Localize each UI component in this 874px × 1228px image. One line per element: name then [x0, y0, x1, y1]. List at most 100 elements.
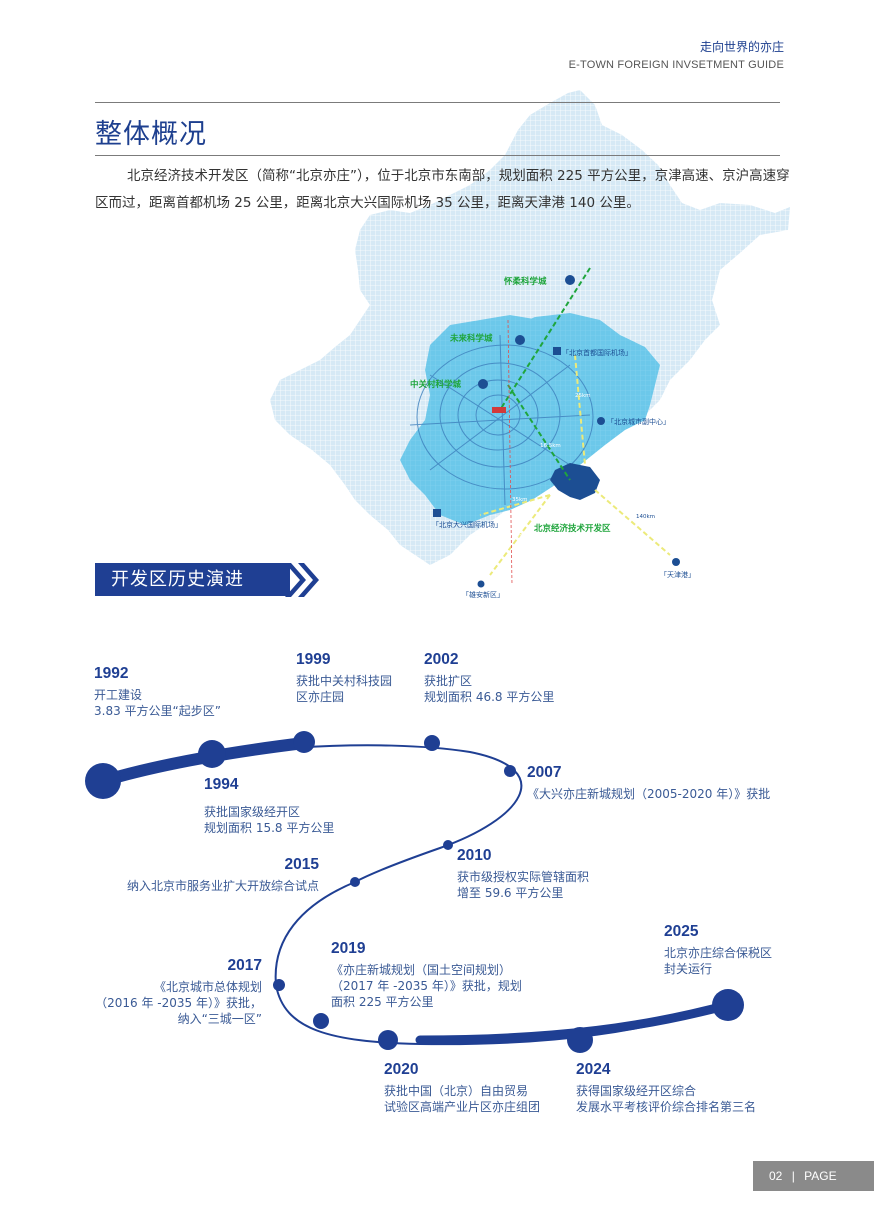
- event-line: （2016 年 -2035 年）》获批，: [95, 996, 262, 1010]
- transport-links: [479, 354, 671, 576]
- map-distance-35km: 35km: [512, 497, 528, 503]
- north-east-region: [505, 313, 660, 390]
- event-line: 封关运行: [664, 962, 713, 976]
- event-2024: 2024 获得国家级经开区综合 发展水平考核评价综合排名第三名: [576, 1062, 756, 1115]
- event-year: 2015: [284, 856, 319, 873]
- page-label: PAGE: [804, 1169, 837, 1183]
- chevrons-icon: [285, 563, 319, 597]
- event-line: 纳入北京市服务业扩大开放综合试点: [126, 879, 319, 893]
- event-2015: 2015 纳入北京市服务业扩大开放综合试点: [127, 857, 319, 894]
- event-line: 面积 225 平方公里: [331, 995, 434, 1009]
- section-title: 整体概况: [95, 119, 207, 150]
- node-2017: [273, 979, 285, 991]
- map-label-capital-airport: 「北京首都国际机场」: [562, 348, 632, 357]
- map-label-sub-center: 「北京城市副中心」: [607, 417, 670, 426]
- event-year: 2019: [331, 940, 366, 957]
- event-2025: 2025 北京亦庄综合保税区 封关运行: [664, 924, 772, 977]
- event-line: 《北京城市总体规划: [153, 980, 262, 994]
- page-number-tag: 02 | PAGE: [753, 1161, 874, 1191]
- event-year: 2007: [527, 764, 562, 781]
- event-line: 《亦庄新城规划（国土空间规划）: [331, 963, 512, 977]
- axis-line: [507, 319, 513, 586]
- title-divider: [95, 155, 780, 156]
- node-2002: [424, 735, 440, 751]
- node-2007: [504, 765, 516, 777]
- event-1994: 1994 获批国家级经开区 规划面积 15.8 平方公里: [204, 777, 334, 836]
- event-line: 3.83 平方公里“起步区”: [94, 704, 221, 718]
- node-2025: [712, 989, 744, 1021]
- event-1992: 1992 开工建设 3.83 平方公里“起步区”: [94, 666, 221, 719]
- daxing-airport-icon: [433, 509, 441, 517]
- zhongguancun-pin-icon: [478, 379, 488, 389]
- map-pins: [433, 275, 680, 588]
- event-year: 2020: [384, 1061, 419, 1078]
- timeline-path-thick-end: [415, 1000, 733, 1045]
- node-2010: [443, 840, 453, 850]
- event-year: 2025: [664, 923, 699, 940]
- timeline-nodes: [85, 731, 744, 1053]
- event-2019: 2019 《亦庄新城规划（国土空间规划） （2017 年 -2035 年）》获批…: [331, 941, 522, 1010]
- event-year: 2002: [424, 651, 459, 668]
- event-line: 获批扩区: [424, 674, 473, 688]
- event-year: 2017: [227, 957, 262, 974]
- event-line: 《大兴亦庄新城规划（2005-2020 年）》获批: [527, 787, 771, 801]
- event-year: 1999: [296, 651, 331, 668]
- huairou-pin-icon: [565, 275, 575, 285]
- event-line: 增至 59.6 平方公里: [457, 886, 564, 900]
- event-line: （2017 年 -2035 年）》获批，规划: [331, 979, 522, 993]
- intro-paragraph: 北京经济技术开发区（简称“北京亦庄”），位于北京市东南部，规划面积 225 平方…: [95, 168, 790, 211]
- science-city-links: [499, 267, 591, 481]
- map-label-huairou: 怀柔科学城: [504, 276, 547, 287]
- event-line: 发展水平考核评价综合排名第三名: [576, 1100, 757, 1114]
- event-year: 1994: [204, 776, 239, 793]
- map-distance-140km: 140km: [636, 514, 655, 520]
- node-1992: [85, 763, 121, 799]
- event-year: 2024: [576, 1061, 611, 1078]
- event-line: 纳入“三城一区”: [177, 1012, 262, 1026]
- event-2020: 2020 获批中国（北京）自由贸易 试验区高端产业片区亦庄组团: [384, 1062, 540, 1115]
- node-2015: [350, 877, 360, 887]
- page-number: 02: [769, 1169, 783, 1183]
- map-label-weilai: 未来科学城: [449, 333, 493, 344]
- header-title-en: E-TOWN FOREIGN INVSETMENT GUIDE: [568, 59, 784, 71]
- etown-area: [550, 463, 600, 500]
- event-line: 区亦庄园: [296, 690, 345, 704]
- node-1994: [198, 740, 226, 768]
- timeline-path-thick-start: [97, 737, 310, 787]
- node-2019: [313, 1013, 329, 1029]
- event-1999: 1999 获批中关村科技园 区亦庄园: [296, 652, 392, 705]
- weilai-pin-icon: [515, 335, 525, 345]
- capital-airport-icon: [553, 347, 561, 355]
- header-title-cn: 走向世界的亦庄: [699, 40, 784, 54]
- event-line: 开工建设: [94, 688, 143, 702]
- ring-roads: [409, 334, 594, 506]
- map-distance-16-5km: 16.5km: [540, 443, 561, 449]
- map-label-zhongguancun: 中关村科学城: [410, 379, 462, 390]
- event-line: 北京亦庄综合保税区: [664, 946, 773, 960]
- tiananmen-icon: [492, 407, 506, 413]
- node-2020: [378, 1030, 398, 1050]
- beijing-map: 怀柔科学城 未来科学城 中关村科学城 「北京首都国际机场」 「北京城市副中心」 …: [270, 90, 790, 599]
- event-year: 2010: [457, 847, 492, 864]
- event-2017: 2017 《北京城市总体规划 （2016 年 -2035 年）》获批， 纳入“三…: [95, 958, 262, 1027]
- map-distance-25km: 25km: [575, 393, 591, 399]
- xiongan-icon: [477, 580, 485, 588]
- event-line: 获批中国（北京）自由贸易: [384, 1084, 529, 1098]
- event-line: 获得国家级经开区综合: [576, 1084, 697, 1098]
- map-label-daxing-airport: 「北京大兴国际机场」: [432, 520, 502, 529]
- tianjin-port-icon: [672, 558, 680, 566]
- event-line: 获批国家级经开区: [204, 805, 301, 819]
- top-divider: [95, 102, 780, 103]
- node-1999: [293, 731, 315, 753]
- map-label-xiongan: 「雄安新区」: [462, 590, 504, 599]
- history-banner: 开发区历史演进: [95, 563, 290, 596]
- event-line: 获市级授权实际管辖面积: [457, 870, 590, 884]
- node-2024: [567, 1027, 593, 1053]
- event-line: 试验区高端产业片区亦庄组团: [384, 1100, 541, 1114]
- event-year: 1992: [94, 665, 129, 682]
- event-line: 规划面积 15.8 平方公里: [204, 821, 335, 835]
- map-label-etown: 北京经济技术开发区: [534, 523, 611, 534]
- event-2007: 2007 《大兴亦庄新城规划（2005-2020 年）》获批: [527, 765, 770, 802]
- sub-center-icon: [597, 417, 605, 425]
